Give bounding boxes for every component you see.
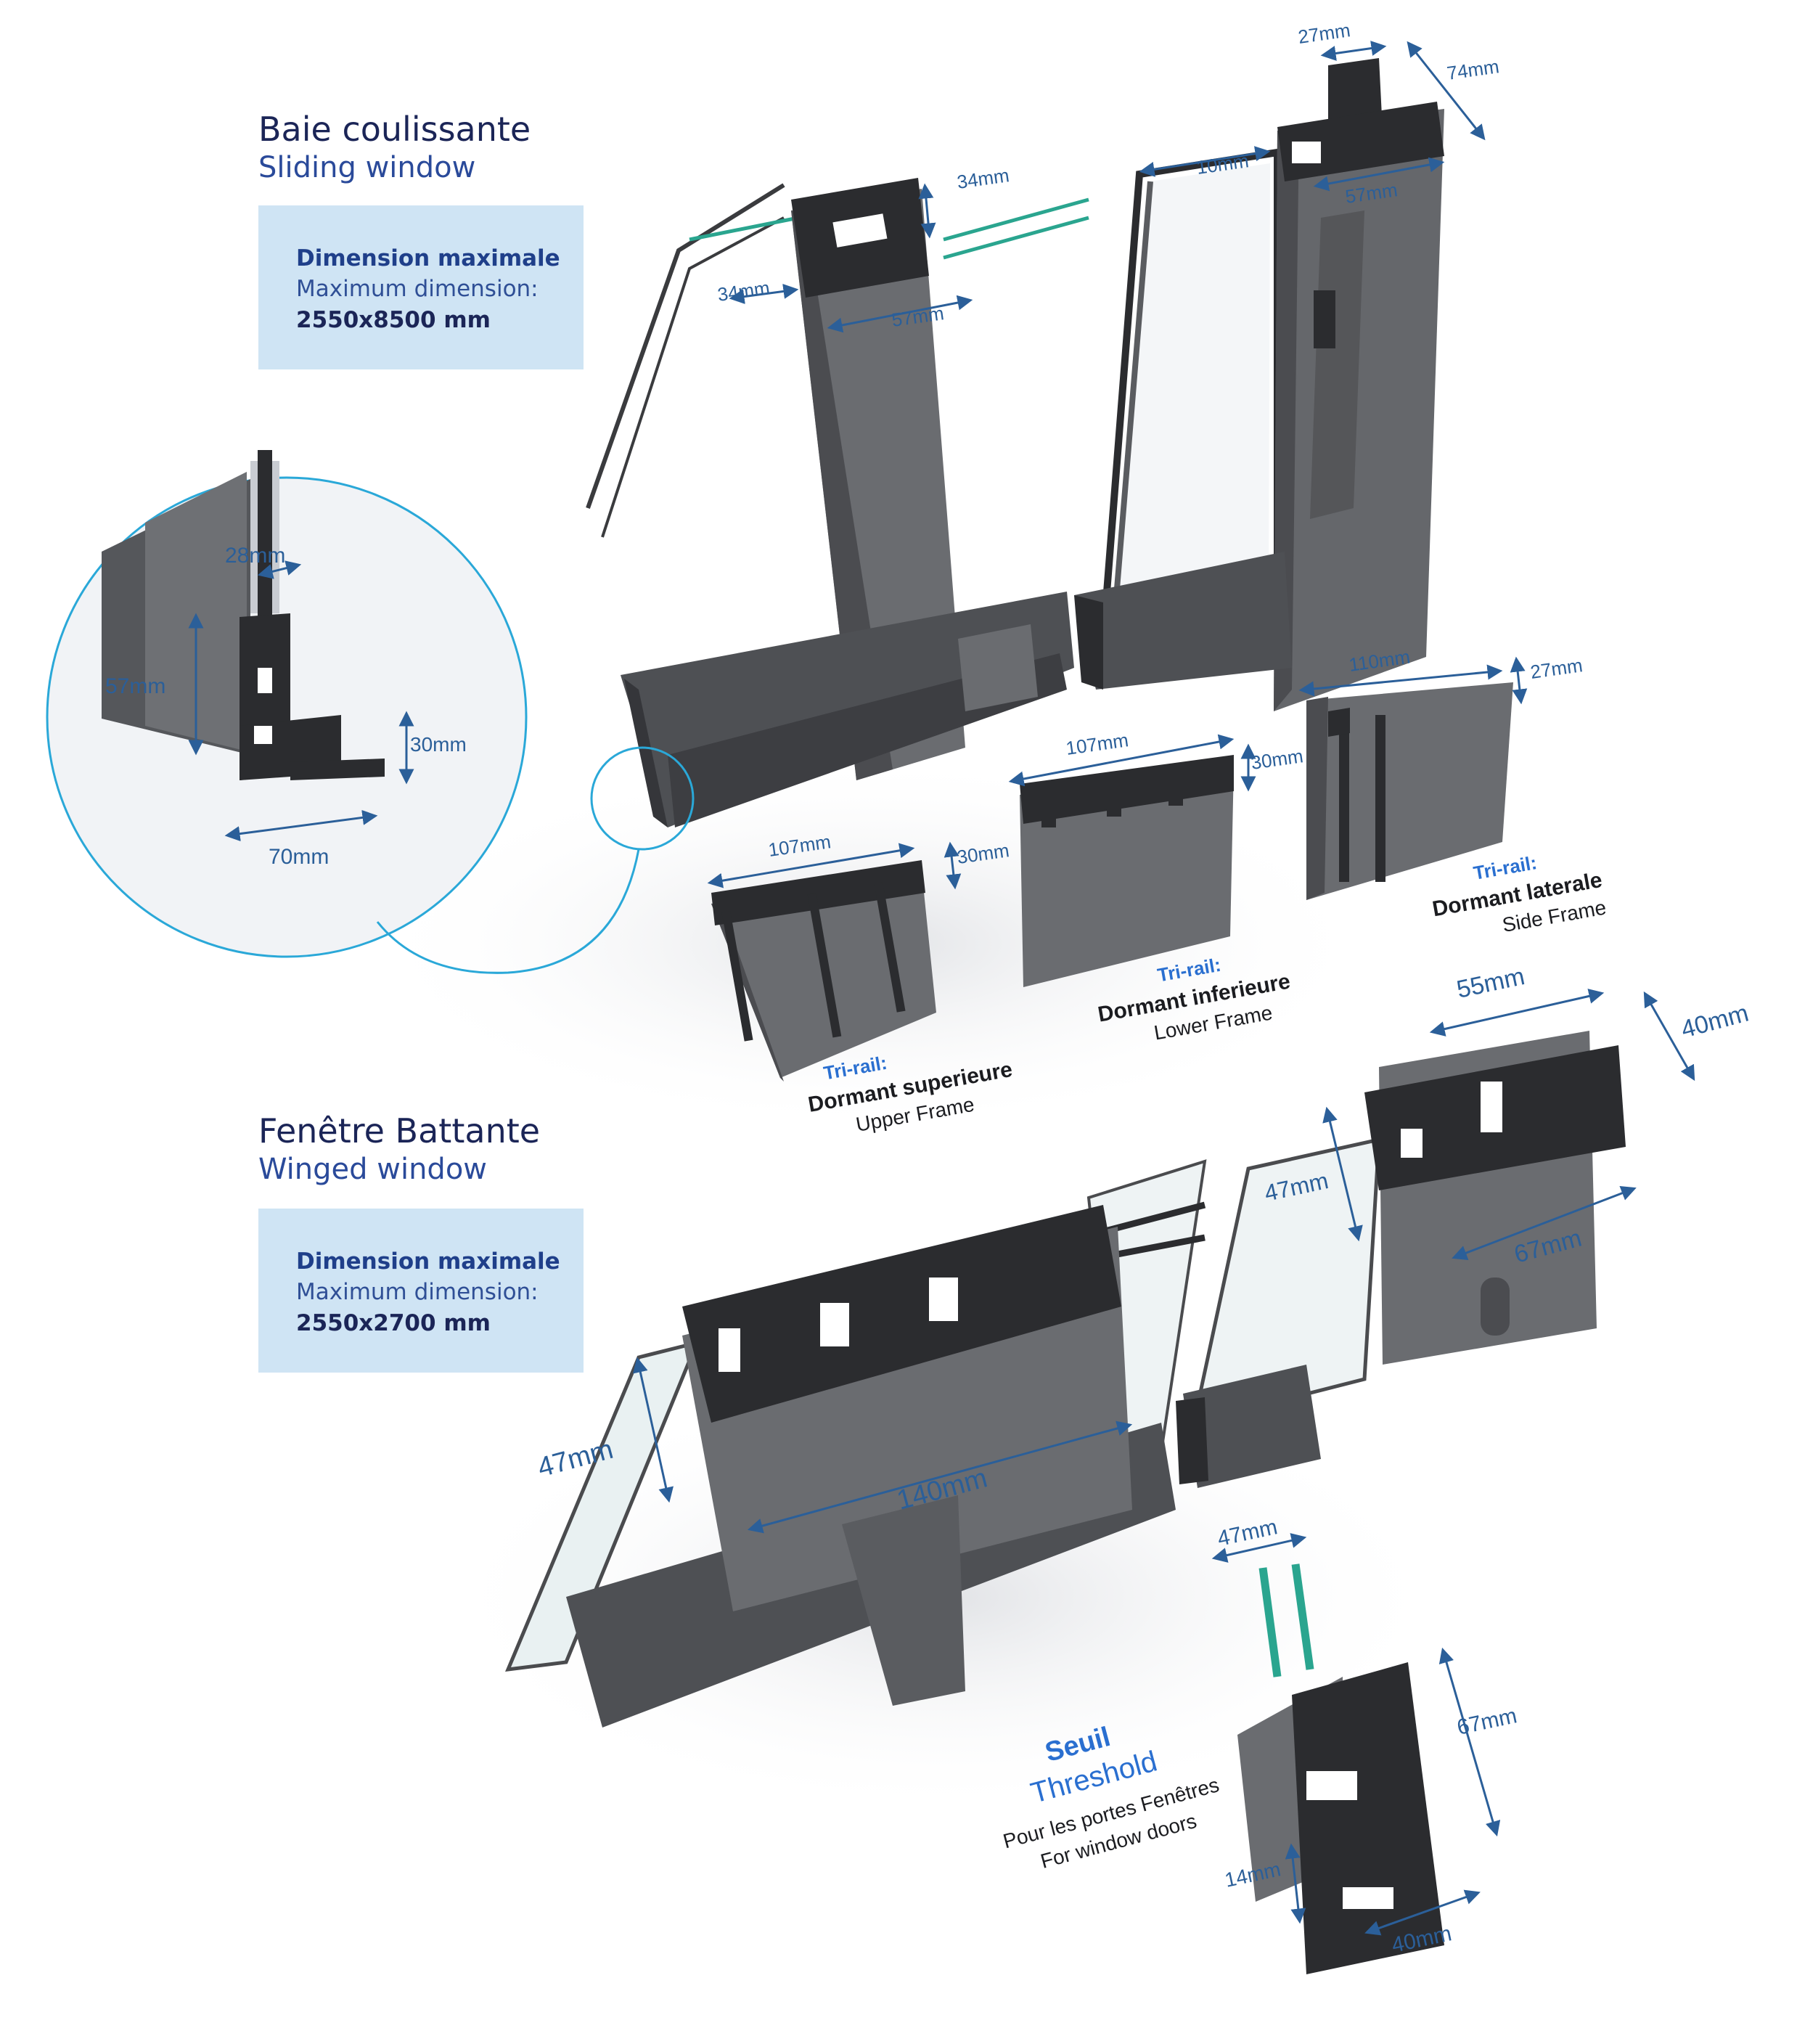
sliding-title-fr: Baie coulissante [258, 110, 531, 149]
dim-threshold-height: 67mm [1455, 1704, 1519, 1740]
dim-sliding-mullion-top: 34mm [956, 164, 1011, 193]
dim-lower-width: 107mm [1065, 729, 1130, 759]
sliding-dim-value: 2550x8500 mm [296, 307, 491, 333]
sliding-dim-label-en: Maximum dimension: [296, 276, 539, 302]
sliding-sash-profile [1074, 58, 1444, 711]
winged-dim-value: 2550x2700 mm [296, 1310, 491, 1336]
dim-sliding-sash-top: 27mm [1297, 19, 1352, 48]
dim-detail-glass: 28mm [225, 544, 285, 568]
winged-title-en: Winged window [258, 1153, 487, 1186]
sliding-title-en: Sliding window [258, 151, 476, 184]
dim-detail-height: 57mm [105, 674, 165, 698]
dim-side-height: 27mm [1529, 654, 1584, 683]
sliding-dimension-box: Dimension maximale Maximum dimension: 25… [258, 205, 584, 369]
detail-callout [46, 450, 695, 974]
sliding-heading: Baie coulissante Sliding window [258, 109, 531, 186]
dim-detail-width: 70mm [269, 845, 329, 869]
sliding-mullion-profile [586, 178, 1089, 827]
winged-dimension-box: Dimension maximale Maximum dimension: 25… [258, 1209, 584, 1373]
winged-sash-profile [1176, 1031, 1626, 1488]
side-frame-profile [1306, 682, 1513, 900]
side-frame-prefix: Tri-rail: [1472, 851, 1539, 884]
dim-lower-height: 30mm [1250, 745, 1305, 774]
winged-dim-label-en: Maximum dimension: [296, 1279, 539, 1305]
dim-detail-rail: 30mm [410, 733, 467, 756]
dim-sliding-sash-right: 74mm [1446, 55, 1501, 84]
winged-title-fr: Fenêtre Battante [258, 1111, 541, 1150]
sliding-dim-label-fr: Dimension maximale [296, 245, 560, 271]
dim-winged-sash-height: 40mm [1678, 999, 1751, 1044]
winged-heading: Fenêtre Battante Winged window [258, 1111, 540, 1187]
dimension-lines [188, 41, 1695, 1936]
winged-dim-label-fr: Dimension maximale [296, 1248, 560, 1275]
dim-sliding-mullion-left: 34mm [716, 277, 771, 306]
dim-winged-sash-width: 55mm [1454, 962, 1527, 1004]
